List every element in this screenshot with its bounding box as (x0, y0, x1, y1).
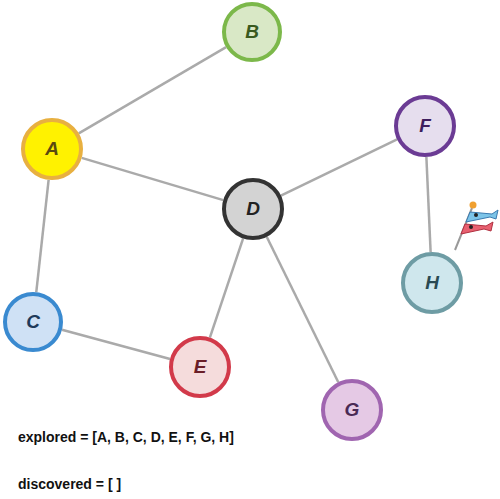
graph-edge (36, 180, 48, 292)
pennant-eye (474, 213, 478, 217)
graph-node: B (222, 2, 282, 62)
blue-pennant (466, 210, 498, 222)
node-label: B (245, 21, 259, 43)
graph-node: H (401, 252, 463, 314)
graph-edge (210, 238, 243, 337)
node-label: E (194, 356, 207, 378)
state-label: discovered = [ ] (18, 476, 121, 492)
graph-edge (62, 330, 170, 359)
graph-node: D (222, 178, 284, 240)
node-label: D (246, 198, 260, 220)
graph-edge (79, 47, 226, 133)
red-pennant (461, 222, 493, 234)
graph-node: A (21, 118, 83, 180)
graph-edge (281, 139, 397, 195)
node-label: G (345, 399, 360, 421)
graph-node: E (169, 336, 231, 398)
node-label: A (45, 138, 59, 160)
graph-edge (267, 237, 339, 382)
node-label: H (425, 272, 439, 294)
graph-edge (82, 158, 224, 200)
node-label: C (26, 311, 40, 333)
pole-ball (470, 202, 477, 209)
node-label: F (419, 115, 431, 137)
graph-node: C (3, 292, 63, 352)
pennant-eye (469, 225, 473, 229)
graph-node: F (394, 95, 456, 157)
graph-edge (426, 157, 430, 252)
graph-node: G (321, 379, 383, 441)
state-label: explored = [A, B, C, D, E, F, G, H] (18, 429, 234, 445)
